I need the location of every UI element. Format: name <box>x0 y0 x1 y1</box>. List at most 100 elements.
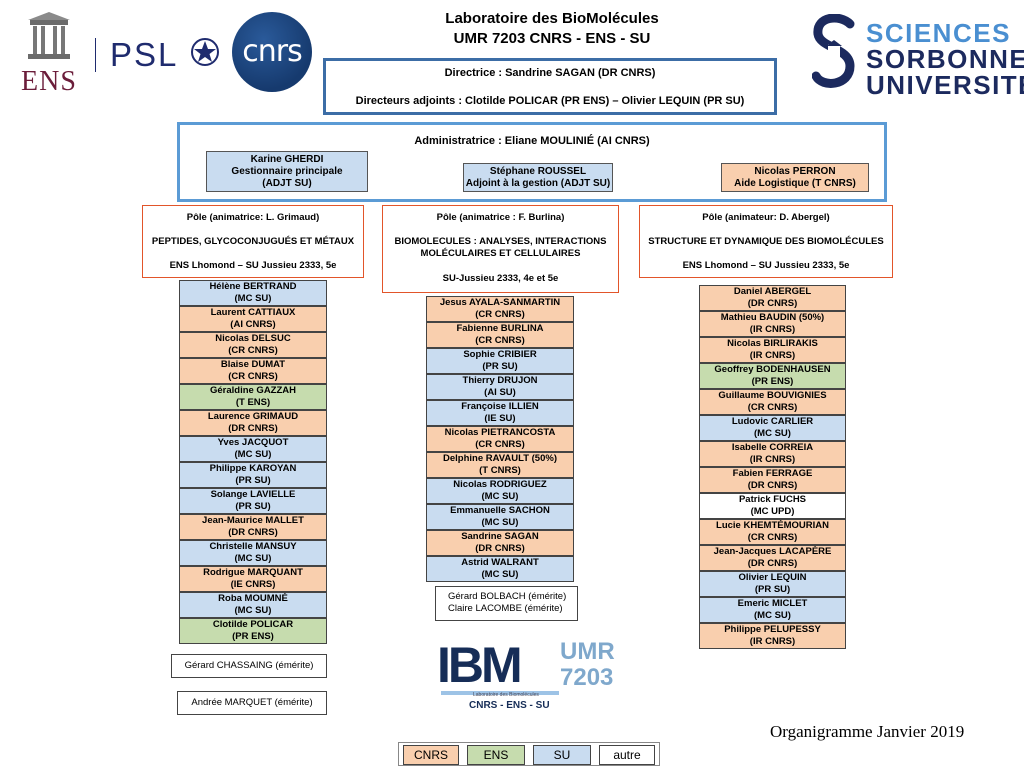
member-box: Ludovic CARLIER(MC SU) <box>699 415 846 441</box>
member-status: (CR CNRS) <box>475 438 525 450</box>
emeritus-marquet: Andrée MARQUET (émérite) <box>177 691 327 715</box>
member-box: Yves JACQUOT(MC SU) <box>179 436 327 462</box>
member-box: Delphine RAVAULT (50%)(T CNRS) <box>426 452 574 478</box>
direction-box: Directrice : Sandrine SAGAN (DR CNRS) Di… <box>323 58 777 115</box>
member-box: Rodrigue MARQUANT(IE CNRS) <box>179 566 327 592</box>
legend-ens: ENS <box>467 745 525 765</box>
ibm-logo-bar <box>441 691 559 695</box>
member-status: (IR CNRS) <box>749 635 796 647</box>
member-box: Olivier LEQUIN(PR SU) <box>699 571 846 597</box>
ibm-footer: CNRS - ENS - SU <box>469 700 550 711</box>
member-box: Philippe KAROYAN(PR SU) <box>179 462 327 488</box>
ens-logo: ENS <box>10 12 88 97</box>
member-box: Patrick FUCHS(MC UPD) <box>699 493 846 519</box>
member-name: Sophie CRIBIER <box>463 349 537 360</box>
member-name: Jean-Jacques LACAPÈRE <box>713 546 832 557</box>
admin-card-line: Gestionnaire principale <box>231 166 343 177</box>
member-name: Olivier LEQUIN <box>738 572 807 583</box>
member-box: Sandrine SAGAN(DR CNRS) <box>426 530 574 556</box>
pole-theme: PEPTIDES, GLYCOCONJUGUÉS ET MÉTAUX <box>151 236 355 247</box>
admin-card-perron: Nicolas PERRON Aide Logistique (T CNRS) <box>721 163 869 192</box>
pole-location: ENS Lhomond – SU Jussieu 2333, 5e <box>682 260 850 271</box>
member-name: Nicolas RODRIGUEZ <box>453 479 547 490</box>
admin-card-line: Nicolas PERRON <box>754 166 836 177</box>
emeritus-lacombe: Claire LACOMBE (émérite) <box>448 603 563 614</box>
member-name: Sandrine SAGAN <box>461 531 539 542</box>
member-name: Emmanuelle SACHON <box>450 505 550 516</box>
member-name: Daniel ABERGEL <box>733 286 812 297</box>
member-status: (DR CNRS) <box>747 557 798 569</box>
member-box: Guillaume BOUVIGNIES(CR CNRS) <box>699 389 846 415</box>
emeritus-chassaing: Gérard CHASSAING (émérite) <box>171 654 327 678</box>
pole-head: Pôle (animatrice : F. Burlina) <box>436 212 565 223</box>
administration-box: Administratrice : Eliane MOULINIÉ (AI CN… <box>177 122 887 202</box>
member-name: Solange LAVIELLE <box>210 489 296 500</box>
member-status: (CR CNRS) <box>475 308 525 320</box>
member-name: Astrid WALRANT <box>461 557 539 568</box>
legend-su: SU <box>533 745 591 765</box>
member-box: Géraldine GAZZAH(T ENS) <box>179 384 327 410</box>
member-box: Emmanuelle SACHON(MC SU) <box>426 504 574 530</box>
member-box: Daniel ABERGEL(DR CNRS) <box>699 285 846 311</box>
member-name: Philippe PELUPESSY <box>724 624 821 635</box>
member-box: Solange LAVIELLE(PR SU) <box>179 488 327 514</box>
logo-separator <box>95 38 96 72</box>
member-status: (MC SU) <box>234 448 272 460</box>
member-name: Nicolas DELSUC <box>215 333 291 344</box>
member-name: Laurent CATTIAUX <box>210 307 296 318</box>
member-status: (MC SU) <box>481 490 519 502</box>
member-name: Françoise ILLIEN <box>461 401 539 412</box>
member-status: (AI CNRS) <box>230 318 276 330</box>
member-box: Emeric MICLET(MC SU) <box>699 597 846 623</box>
member-box: Hélène BERTRAND(MC SU) <box>179 280 327 306</box>
deputy-directors: Directeurs adjoints : Clotilde POLICAR (… <box>355 95 745 107</box>
member-box: Isabelle CORREIA(IR CNRS) <box>699 441 846 467</box>
cnrs-logo: cnrs <box>232 12 312 92</box>
member-name: Nicolas BIRLIRAKIS <box>727 338 818 349</box>
su-line-sorbonne: SORBONNE <box>866 44 1024 74</box>
ibm-tagline: Laboratoire des Biomolécules <box>473 692 539 698</box>
member-box: Laurent CATTIAUX(AI CNRS) <box>179 306 327 332</box>
member-status: (CR CNRS) <box>228 344 278 356</box>
member-box: Clotilde POLICAR(PR ENS) <box>179 618 327 644</box>
member-status: (IR CNRS) <box>749 349 796 361</box>
member-name: Blaise DUMAT <box>220 359 286 370</box>
admin-card-line: Stéphane ROUSSEL <box>489 166 587 177</box>
member-box: Philippe PELUPESSY(IR CNRS) <box>699 623 846 649</box>
member-status: (PR SU) <box>482 360 518 372</box>
pole-location: ENS Lhomond – SU Jussieu 2333, 5e <box>169 260 337 271</box>
su-line-universite: UNIVERSITÉ <box>866 70 1024 100</box>
member-name: Clotilde POLICAR <box>212 619 294 630</box>
pole-2-members: Jesus AYALA-SANMARTIN(CR CNRS)Fabienne B… <box>426 296 574 582</box>
administrator: Administratrice : Eliane MOULINIÉ (AI CN… <box>414 135 650 147</box>
member-box: Nicolas DELSUC(CR CNRS) <box>179 332 327 358</box>
member-status: (CR CNRS) <box>747 531 798 543</box>
member-status: (PR ENS) <box>751 375 794 387</box>
member-name: Isabelle CORREIA <box>731 442 814 453</box>
member-status: (PR ENS) <box>232 630 274 642</box>
member-name: Fabien FERRAGE <box>732 468 813 479</box>
member-status: (IE SU) <box>484 412 516 424</box>
ibm-umr: UMR <box>560 638 615 665</box>
member-box: Thierry DRUJON(AI SU) <box>426 374 574 400</box>
member-box: Laurence GRIMAUD(DR CNRS) <box>179 410 327 436</box>
admin-card-line: Adjoint à la gestion (ADJT SU) <box>465 178 611 189</box>
member-name: Jesus AYALA-SANMARTIN <box>439 297 561 308</box>
psl-star-icon <box>191 38 219 66</box>
member-box: Fabienne BURLINA(CR CNRS) <box>426 322 574 348</box>
emeritus-bolbach: Gérard BOLBACH (émérite) <box>448 591 567 602</box>
member-box: Jean-Maurice MALLET(DR CNRS) <box>179 514 327 540</box>
member-name: Guillaume BOUVIGNIES <box>718 390 827 401</box>
pole-theme: STRUCTURE ET DYNAMIQUE DES BIOMOLÉCULES <box>648 236 884 247</box>
member-box: Nicolas PIETRANCOSTA(CR CNRS) <box>426 426 574 452</box>
member-status: (IR CNRS) <box>749 323 796 335</box>
member-name: Philippe KAROYAN <box>209 463 297 474</box>
cnrs-wordmark: cnrs <box>242 34 302 69</box>
member-status: (MC SU) <box>754 609 791 621</box>
member-name: Géraldine GAZZAH <box>209 385 297 396</box>
member-box: Fabien FERRAGE(DR CNRS) <box>699 467 846 493</box>
emeritus-pole-2: Gérard BOLBACH (émérite) Claire LACOMBE … <box>435 586 578 621</box>
legend-autre: autre <box>599 745 655 765</box>
member-status: (IR CNRS) <box>749 453 796 465</box>
member-status: (MC UPD) <box>750 505 795 517</box>
